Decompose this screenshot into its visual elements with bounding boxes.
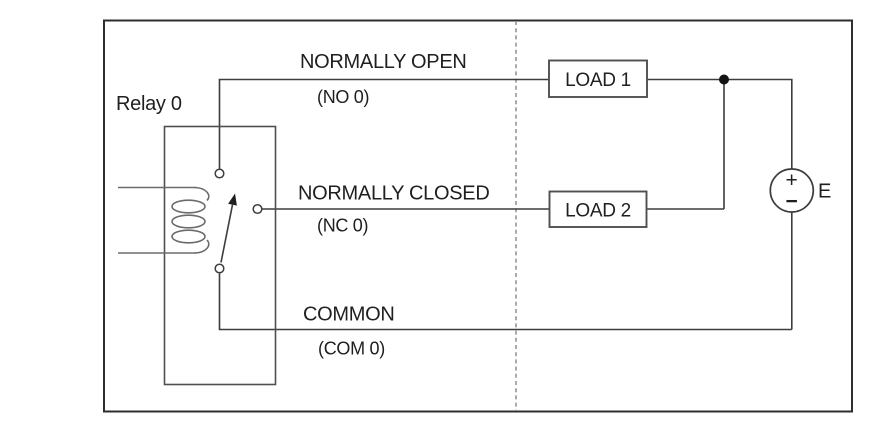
coil-hook-bottom xyxy=(194,239,210,254)
junction-dot xyxy=(719,74,729,85)
no-designator-label: (NO 0) xyxy=(317,87,369,107)
normally-closed-label: NORMALLY CLOSED xyxy=(298,183,490,205)
coil-hook-top xyxy=(194,186,210,202)
switch-arm xyxy=(220,204,234,263)
nc-contact-terminal xyxy=(252,203,263,215)
normally-open-label: NORMALLY OPEN xyxy=(300,51,467,73)
diagram-border xyxy=(103,19,853,413)
voltage-source-circle xyxy=(769,168,815,213)
load2-box xyxy=(548,190,648,228)
minus-symbol: − xyxy=(786,190,798,213)
com-designator-label: (COM 0) xyxy=(318,339,385,359)
coil-loop xyxy=(171,229,206,244)
nc-designator-label: (NC 0) xyxy=(317,216,368,236)
load1-box xyxy=(548,59,648,98)
source-label: E xyxy=(818,181,831,203)
load1-label: LOAD 1 xyxy=(565,70,631,91)
no-contact-terminal xyxy=(214,168,225,179)
switch-arm-arrowhead xyxy=(228,193,237,206)
wire-no-left xyxy=(218,78,549,170)
relay-box xyxy=(163,125,277,386)
plus-symbol: + xyxy=(786,169,798,192)
wire-no-right xyxy=(647,78,793,169)
load2-label: LOAD 2 xyxy=(565,201,631,222)
common-label: COMMON xyxy=(303,304,395,326)
coil-loop xyxy=(171,214,206,229)
wire-com xyxy=(218,272,792,331)
coil-loop xyxy=(171,199,206,214)
relay-label: Relay 0 xyxy=(116,93,182,115)
com-contact-terminal xyxy=(214,263,225,274)
